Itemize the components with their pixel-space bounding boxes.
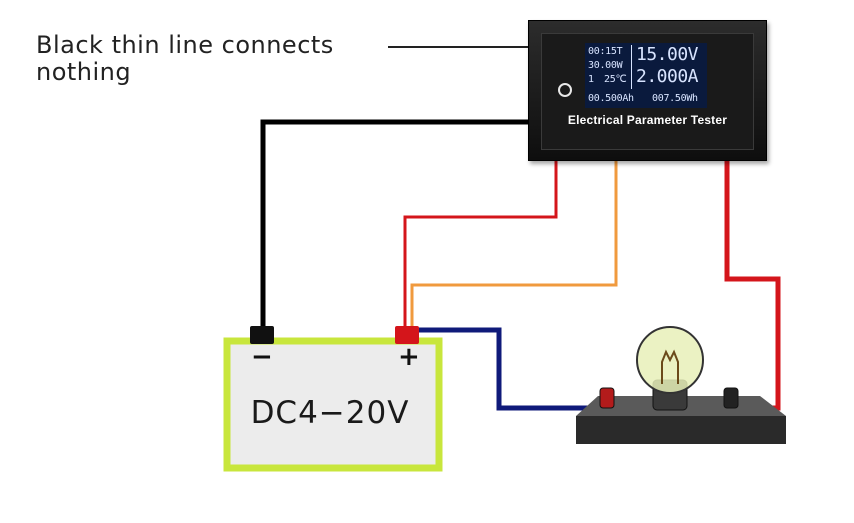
screen-divider: [631, 45, 632, 89]
screen-time: 00:15T: [588, 46, 623, 57]
screen-power: 30.00W: [588, 60, 623, 71]
battery-negative-sign: −: [251, 342, 273, 372]
annotation-line-1: Black thin line connects: [36, 31, 334, 59]
screen-energy: 007.50Wh: [652, 93, 698, 104]
screen-voltage: 15.00V: [636, 44, 699, 65]
black-wire: [260, 119, 528, 330]
screen-group: 1: [588, 74, 594, 85]
screen-capacity: 00.500Ah: [588, 93, 634, 104]
lamp-assembly: [576, 326, 786, 444]
battery-positive-sign: +: [398, 342, 420, 372]
screen-current: 2.000A: [636, 66, 699, 87]
lamp-terminal-right: [723, 387, 739, 409]
meter-button-icon: [558, 83, 572, 97]
annotation: Black thin line connects nothing: [36, 32, 334, 86]
lamp-terminal-left: [599, 387, 615, 409]
annotation-line-2: nothing: [36, 58, 132, 86]
battery: [223, 326, 443, 472]
parameter-tester: 00:15T 30.00W 1 25℃ 15.00V 2.000A 00.500…: [528, 20, 767, 161]
meter-screen: 00:15T 30.00W 1 25℃ 15.00V 2.000A 00.500…: [585, 43, 707, 108]
blue-wire: [418, 327, 603, 411]
orange-wire-to-battery: [410, 159, 618, 330]
lamp-filament: [661, 349, 679, 384]
battery-negative-terminal: [250, 326, 274, 344]
battery-positive-terminal: [395, 326, 419, 344]
meter-title: Electrical Parameter Tester: [567, 113, 728, 127]
battery-body: [223, 337, 443, 472]
red-wire-to-battery: [403, 159, 558, 330]
red-wire-to-lamp: [724, 159, 781, 411]
lamp-board-front: [576, 416, 786, 444]
battery-voltage-label: DC4−20V: [250, 395, 410, 431]
screen-temperature: 25℃: [604, 74, 627, 85]
